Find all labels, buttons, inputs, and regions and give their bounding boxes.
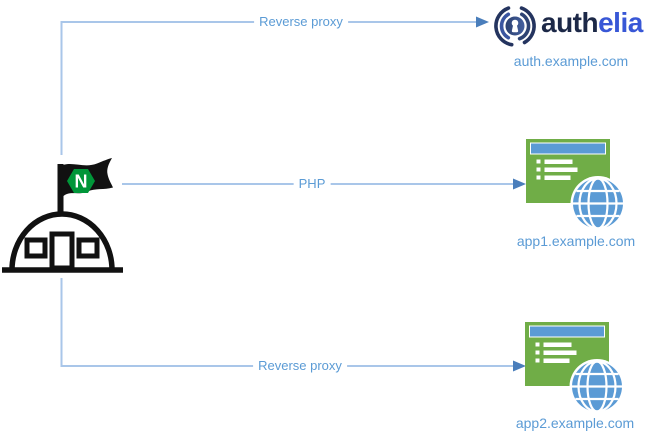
authelia-wordmark-dark: auth: [541, 7, 599, 38]
domain-label-auth: auth.example.com: [513, 53, 629, 69]
arrowhead-icon: [513, 178, 526, 190]
domain-label-app1: app1.example.com: [516, 233, 636, 249]
connection-label-reverse-proxy-top: Reverse proxy: [254, 14, 348, 30]
authelia-wordmark: authelia: [541, 7, 643, 39]
webapp1-icon: [525, 137, 627, 233]
authelia-logo-icon: [494, 6, 536, 47]
authelia-wordmark-accent: elia: [598, 7, 643, 38]
nginx-icon: N: [2, 158, 123, 273]
connection-label-php: PHP: [293, 176, 331, 192]
nginx-letter: N: [75, 172, 88, 192]
arrowhead-icon: [476, 16, 489, 28]
nginx-hexagon-icon: [67, 169, 95, 193]
webapp2-icon: [524, 320, 626, 416]
domain-label-app2: app2.example.com: [515, 415, 635, 431]
keyhole-icon: [511, 19, 519, 33]
connection-label-reverse-proxy-bottom: Reverse proxy: [253, 358, 347, 374]
connector-nginx-authelia: [60, 16, 489, 155]
arrowhead-icon: [513, 360, 526, 372]
connector-nginx-app2: [60, 278, 526, 372]
